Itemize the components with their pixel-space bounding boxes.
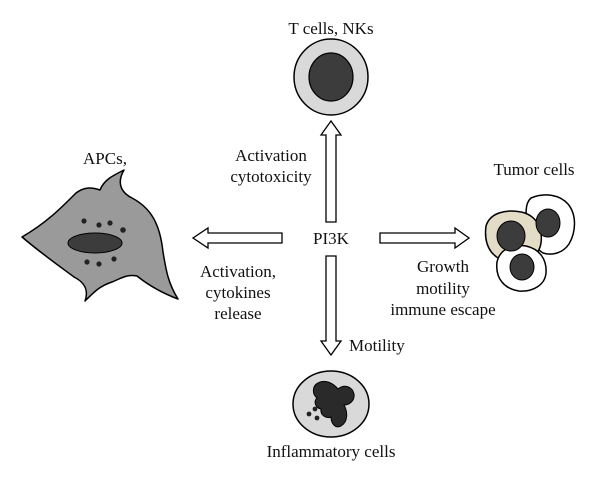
t-cells-effect-line-2: cytotoxicity bbox=[230, 167, 312, 186]
apc-cell-icon bbox=[21, 169, 179, 302]
apcs-effect-line-2: cytokines bbox=[205, 283, 271, 302]
inflammatory-cell-icon bbox=[292, 370, 370, 438]
arrow-down bbox=[319, 255, 343, 357]
center-label-pi3k: PI3K bbox=[313, 229, 349, 248]
tumor-effect-line-1: Growth bbox=[417, 257, 469, 276]
arrow-up bbox=[319, 119, 343, 223]
inflammatory-title: Inflammatory cells bbox=[266, 442, 396, 461]
t-cell-icon bbox=[293, 38, 369, 116]
tumor-effect-line-3: immune escape bbox=[390, 300, 496, 319]
arrow-right bbox=[379, 226, 471, 250]
tumor-title: Tumor cells bbox=[493, 160, 575, 179]
t-cells-effect-line-1: Activation bbox=[235, 146, 307, 165]
apcs-title: APCs, bbox=[83, 149, 127, 168]
tumor-cells-icon bbox=[484, 194, 576, 292]
inflammatory-effect-line-1: Motility bbox=[349, 336, 405, 355]
arrow-left bbox=[191, 226, 283, 250]
apcs-effect-line-1: Activation, bbox=[199, 262, 276, 281]
tumor-effect-line-2: motility bbox=[416, 279, 470, 298]
t-cells-title: T cells, NKs bbox=[288, 19, 374, 38]
apcs-effect-line-3: release bbox=[214, 304, 262, 323]
